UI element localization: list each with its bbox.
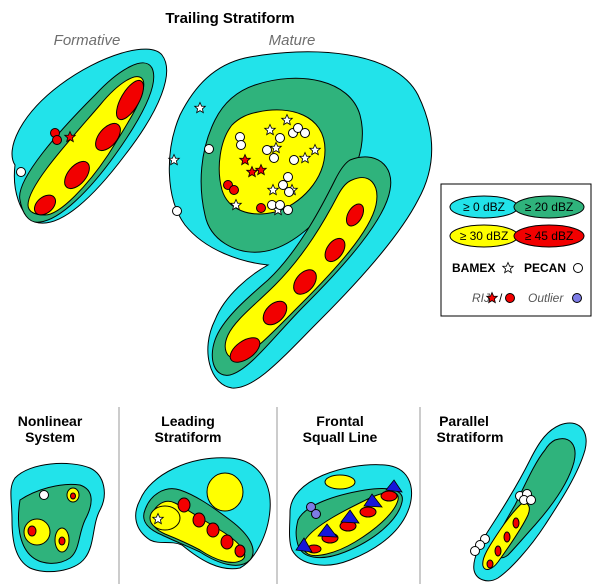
mature-echo [169,52,432,388]
legend-rij-circle [506,294,515,303]
parallel-title-line2: Stratiform [437,429,504,445]
legend-bamex-label: BAMEX [452,261,495,275]
nonlinear-echo [11,463,104,571]
parallel-echo [471,423,587,581]
trailing-stratiform-title: Trailing Stratiform [165,10,294,27]
leading-echo [136,458,271,569]
mature-label: Mature [269,32,316,49]
formative-echo [12,49,167,223]
parallel-title-line1: Parallel [439,413,489,429]
frontal-title-line2: Squall Line [303,429,378,445]
legend-pecan-circle [574,264,583,273]
formative-label: Formative [54,32,121,49]
legend: ≥ 0 dBZ ≥ 20 dBZ ≥ 30 dBZ ≥ 45 dBZ BAMEX… [441,184,591,316]
legend-dbz0-label: ≥ 0 dBZ [463,200,505,214]
legend-pecan-label: PECAN [524,261,566,275]
frontal-echo [290,465,412,566]
nonlinear-title-line2: System [25,429,75,445]
legend-dbz20-label: ≥ 20 dBZ [525,200,574,214]
leading-title-line2: Stratiform [155,429,222,445]
legend-outlier-circle [573,294,582,303]
nonlinear-title-line1: Nonlinear [18,413,83,429]
leading-title-line1: Leading [161,413,215,429]
frontal-title-line1: Frontal [316,413,363,429]
legend-outlier-label: Outlier [528,291,564,305]
legend-dbz30-label: ≥ 30 dBZ [460,229,509,243]
legend-dbz45-label: ≥ 45 dBZ [525,229,574,243]
